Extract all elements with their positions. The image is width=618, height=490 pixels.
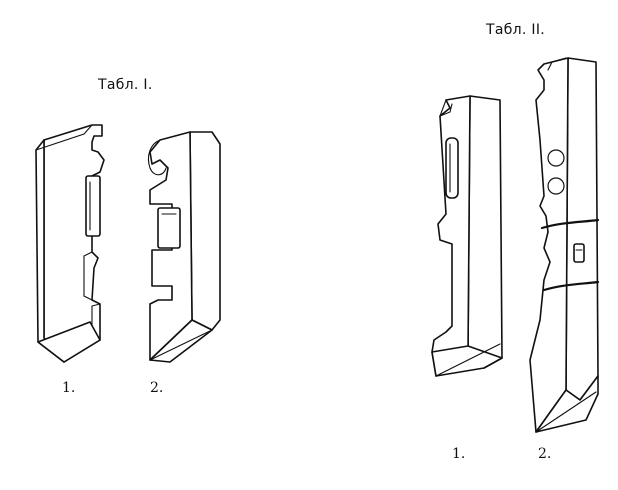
plate-title-2: Табл. II. [486,22,546,38]
plate-title-1: Табл. I. [98,77,153,93]
bound-bracket-piece-2-icon [529,57,600,433]
figure-label-plate2-1: 1. [452,446,466,462]
slotted-bracket-piece-1-icon [431,95,503,377]
figure-label-plate1-1: 1. [62,380,76,396]
bracket-piece-1-icon [35,124,105,363]
hooked-bracket-piece-2-icon [147,131,221,363]
figure-label-plate2-2: 2. [538,446,552,462]
figure-label-plate1-2: 2. [150,380,164,396]
